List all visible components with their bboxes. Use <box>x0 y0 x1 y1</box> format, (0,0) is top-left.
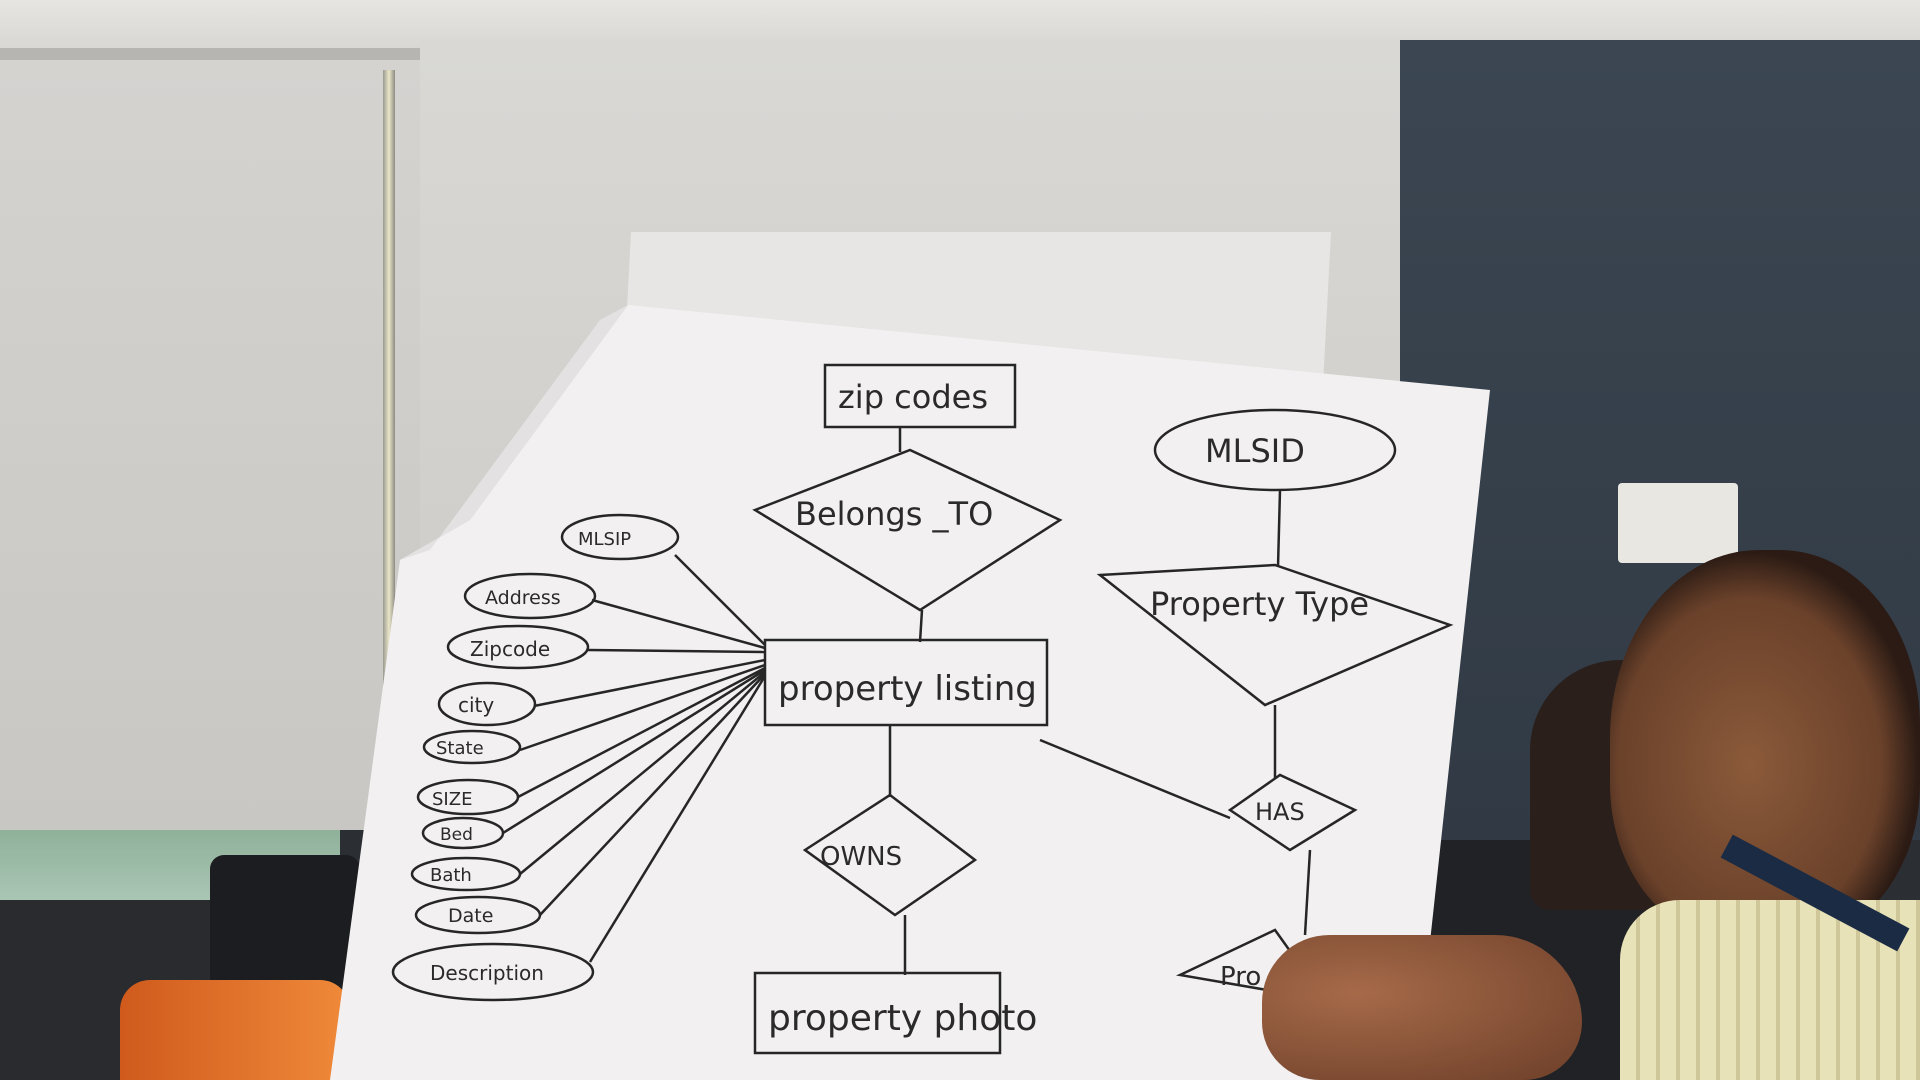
attr-city <box>437 681 537 727</box>
label-bed: Bed <box>440 825 473 845</box>
rel-property-type <box>1096 563 1454 707</box>
label-date: Date <box>448 905 493 927</box>
label-bath: Bath <box>430 865 472 886</box>
label-property-photo: property photo <box>768 998 1037 1039</box>
paper-fold <box>400 305 628 560</box>
attr-state <box>422 729 522 765</box>
entity-zip-codes <box>823 363 1017 429</box>
attr-mlsid-right <box>1153 408 1397 492</box>
rel-owns <box>802 793 978 917</box>
label-zip-codes: zip codes <box>838 378 988 416</box>
rel-has <box>1227 773 1358 852</box>
label-state: State <box>436 738 484 759</box>
attr-mlsid-left <box>560 513 680 561</box>
wall-switch-panel <box>1618 483 1738 563</box>
label-address: Address <box>485 587 561 609</box>
label-partial: Pro <box>1220 962 1261 992</box>
label-size: SIZE <box>432 789 472 810</box>
window-blind-left <box>0 60 420 830</box>
label-property-type: Property Type <box>1150 585 1369 623</box>
label-owns: OWNS <box>820 842 902 872</box>
label-city: city <box>458 693 494 717</box>
label-belongs-to: Belongs _TO <box>795 495 993 533</box>
attr-description <box>391 942 595 1002</box>
label-zipcode: Zipcode <box>470 637 550 661</box>
label-mlsid-left: MLSIP <box>578 529 631 550</box>
label-property-listing: property listing <box>778 669 1037 709</box>
paper-sheet <box>330 305 1490 1080</box>
label-mlsid-right: MLSID <box>1205 432 1305 470</box>
label-has: HAS <box>1255 798 1305 826</box>
attr-address <box>463 572 597 620</box>
person-orange-shirt <box>120 980 350 1080</box>
label-description: Description <box>430 961 544 985</box>
attr-zipcode <box>446 624 590 670</box>
rel-belongs-to <box>752 448 1063 612</box>
hand-holding-paper <box>1262 935 1582 1080</box>
entity-property-photo <box>753 971 1002 1055</box>
entity-property-listing <box>763 638 1049 727</box>
